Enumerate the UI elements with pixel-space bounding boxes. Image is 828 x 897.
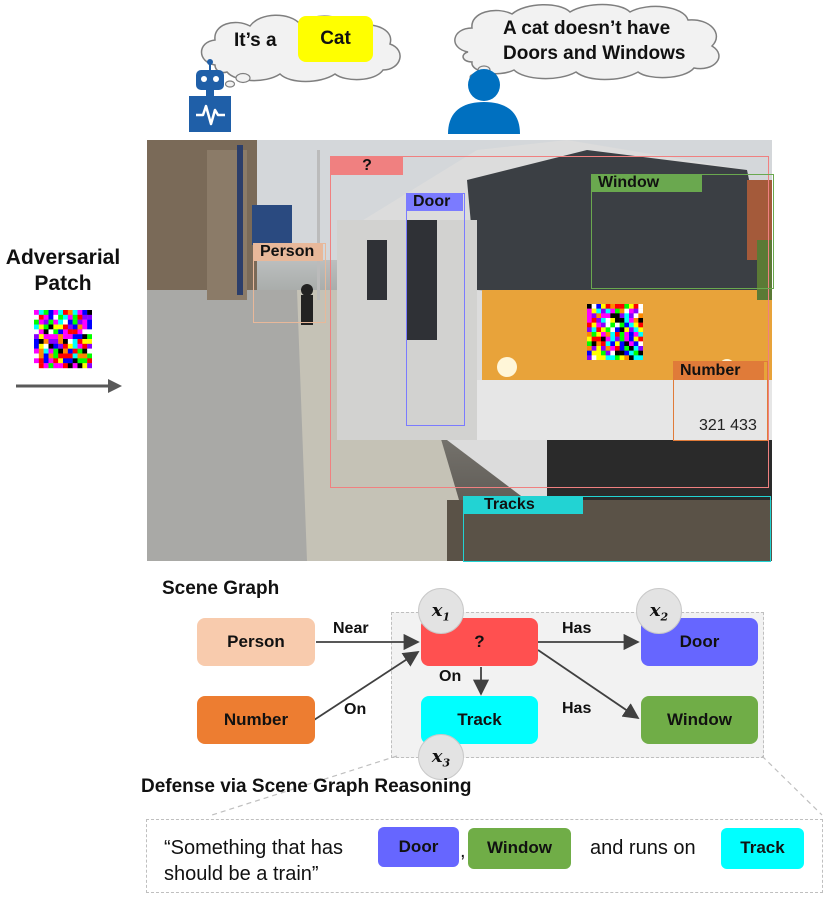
node-person: Person — [197, 618, 315, 666]
patch-label-line1: Adversarial — [5, 246, 121, 269]
human-thought-line2: Doors and Windows — [503, 43, 686, 64]
detection-label-number: Number — [674, 362, 764, 380]
edge-label-near: Near — [333, 620, 369, 637]
variable-x3-symbol: x — [431, 746, 443, 767]
predicted-class-chip: Cat — [298, 16, 373, 62]
edge-label-has-window: Has — [562, 700, 592, 717]
input-arrow — [16, 379, 122, 393]
defense-quote-box — [146, 819, 823, 893]
edge-label-on-track: On — [439, 668, 462, 685]
node-number: Number — [197, 696, 315, 744]
variable-x1-symbol: x — [431, 600, 443, 621]
human-thought-line1: A cat doesn’t have — [503, 18, 671, 39]
scene-graph-title: Scene Graph — [162, 578, 280, 599]
adversarial-patch-image — [34, 310, 92, 369]
variable-x3-index: 3 — [442, 756, 451, 770]
node-window: Window — [641, 696, 758, 744]
variable-x2-badge: x2 — [636, 588, 682, 634]
detection-label-door: Door — [407, 193, 463, 211]
detection-box-unknown — [330, 156, 769, 488]
adversarial-patch-on-train — [587, 304, 643, 360]
defense-title: Defense via Scene Graph Reasoning — [141, 776, 472, 797]
edge-label-on-number: On — [344, 701, 367, 718]
variable-x3-badge: x3 — [418, 734, 464, 780]
patch-label-line2: Patch — [34, 272, 92, 295]
detection-box-number — [673, 361, 768, 441]
defense-quote-line2: should be a train” — [164, 863, 319, 885]
defense-quote-part2: and runs on — [590, 837, 696, 859]
edge-label-has-door: Has — [562, 620, 592, 637]
scene-graph-edges — [211, 633, 823, 816]
detection-label-window: Window — [592, 174, 702, 192]
adversarial-patch-label: Adversarial Patch — [0, 245, 126, 297]
variable-x1-index: 1 — [442, 610, 451, 624]
variable-x2-index: 2 — [660, 610, 669, 624]
variable-x1-badge: x1 — [418, 588, 464, 634]
defense-chip-track: Track — [721, 828, 804, 869]
robot-thought-prefix: It’s a — [234, 30, 277, 51]
detection-label-unknown: ? — [331, 157, 403, 175]
defense-quote-part1: “Something that has — [164, 837, 343, 859]
human-icon — [448, 69, 520, 134]
robot-icon — [189, 59, 231, 132]
defense-quote-comma: , — [460, 840, 466, 862]
svg-text:321 433: 321 433 — [699, 417, 757, 434]
detection-label-person: Person — [254, 243, 323, 261]
detection-box-door — [406, 193, 465, 426]
detection-box-tracks — [463, 496, 771, 562]
detection-label-tracks: Tracks — [464, 496, 583, 514]
train-scene-drawing: 321 433 — [147, 140, 772, 561]
defense-chip-door: Door — [378, 827, 459, 867]
variable-x2-symbol: x — [649, 600, 661, 621]
defense-chip-window: Window — [468, 828, 571, 869]
